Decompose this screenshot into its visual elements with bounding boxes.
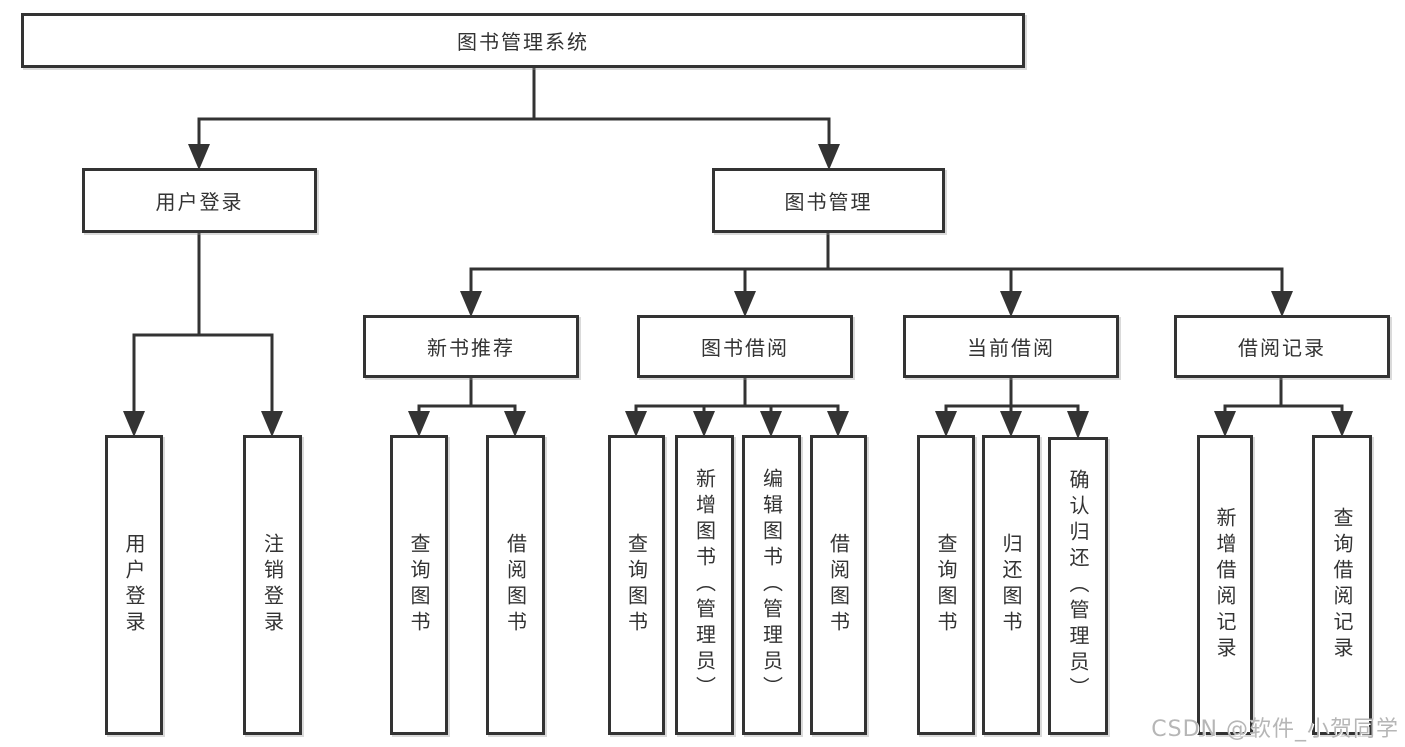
node-new-book-recommend: 新书推荐 <box>363 315 579 378</box>
connector-book-management-to-level3 <box>460 233 1293 317</box>
leaf-query-borrow-record: 查询借阅记录 <box>1312 435 1372 735</box>
leaf-user-login: 用户登录 <box>105 435 163 735</box>
leaf-query-books-borrowing: 查询图书 <box>608 435 665 735</box>
node-label: 编辑图书（管理员） <box>759 468 784 702</box>
leaf-logout: 注销登录 <box>243 435 302 735</box>
node-current-borrowing: 当前借阅 <box>903 315 1119 378</box>
leaf-confirm-return-admin: 确认归还（管理员） <box>1048 437 1108 735</box>
node-label: 用户登录 <box>122 533 146 637</box>
node-label: 查询图书 <box>407 533 431 637</box>
node-label: 查询图书 <box>934 533 958 637</box>
node-label: 确认归还（管理员） <box>1066 469 1090 703</box>
leaf-return-books: 归还图书 <box>982 435 1040 735</box>
csdn-watermark: CSDN @软件_小贺同学 <box>1151 717 1399 742</box>
leaf-edit-book-admin: 编辑图书（管理员） <box>742 435 801 735</box>
connector-new-book-to-leaves <box>408 378 526 437</box>
node-label: 图书管理系统 <box>457 30 589 54</box>
connector-book-borrowing-to-leaves <box>625 378 849 437</box>
leaf-add-book-admin: 新增图书（管理员） <box>675 435 734 735</box>
node-book-management: 图书管理 <box>712 168 945 233</box>
connector-borrowing-records-to-leaves <box>1214 378 1353 437</box>
node-library-management-system: 图书管理系统 <box>21 13 1025 68</box>
connector-user-login-to-leaves <box>123 233 283 437</box>
node-book-borrowing: 图书借阅 <box>637 315 853 378</box>
node-borrowing-records: 借阅记录 <box>1174 315 1390 378</box>
node-label: 用户登录 <box>155 190 244 214</box>
node-label: 借阅图书 <box>503 533 528 637</box>
node-label: 归还图书 <box>999 533 1023 637</box>
connector-current-borrowing-to-leaves <box>935 378 1089 439</box>
connector-root-to-level2 <box>188 68 840 170</box>
node-label: 图书管理 <box>784 190 873 214</box>
node-label: 新书推荐 <box>427 336 515 360</box>
node-label: 新增借阅记录 <box>1213 507 1237 663</box>
node-label: 查询借阅记录 <box>1330 507 1354 663</box>
node-label: 借阅记录 <box>1238 336 1326 360</box>
node-user-login: 用户登录 <box>82 168 317 233</box>
leaf-query-books-recommend: 查询图书 <box>390 435 448 735</box>
node-label: 新增图书（管理员） <box>692 468 717 702</box>
node-label: 图书借阅 <box>701 336 789 360</box>
node-label: 查询图书 <box>624 533 649 637</box>
node-label: 注销登录 <box>260 533 285 637</box>
node-label: 借阅图书 <box>826 533 851 637</box>
leaf-add-borrow-record: 新增借阅记录 <box>1197 435 1253 735</box>
leaf-borrow-books-borrowing: 借阅图书 <box>810 435 867 735</box>
leaf-borrow-books-recommend: 借阅图书 <box>486 435 545 735</box>
node-label: 当前借阅 <box>967 336 1055 360</box>
leaf-query-books-current: 查询图书 <box>917 435 975 735</box>
